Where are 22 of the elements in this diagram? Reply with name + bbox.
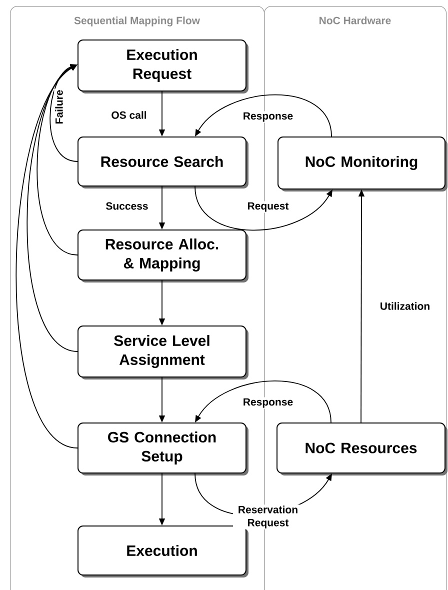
arrow [36,64,78,256]
process-box: GS Connection Setup [78,422,248,476]
arrow [26,64,78,352]
edge-label: Request [246,201,290,213]
edge-label: Response [242,111,294,123]
process-box: Resource Search [78,136,248,188]
edge-label: OS call [110,110,148,120]
edge-label: Response [242,397,294,409]
process-box: Resource Alloc. & Mapping [78,230,248,282]
edge-label: Success [104,201,150,211]
arrow [16,64,78,448]
process-box: Service Level Assignment [78,326,248,380]
process-box: NoC Resources [276,422,448,476]
arrow [195,94,332,137]
process-box: NoC Monitoring [278,136,448,192]
edge-label: Reservation Request [233,504,303,530]
process-box: Execution [78,526,248,578]
process-box: Execution Request [78,40,248,94]
arrow [194,186,332,231]
arrow [195,380,332,423]
edge-label: Utilization [378,301,432,311]
edge-label: Failure [54,88,64,126]
